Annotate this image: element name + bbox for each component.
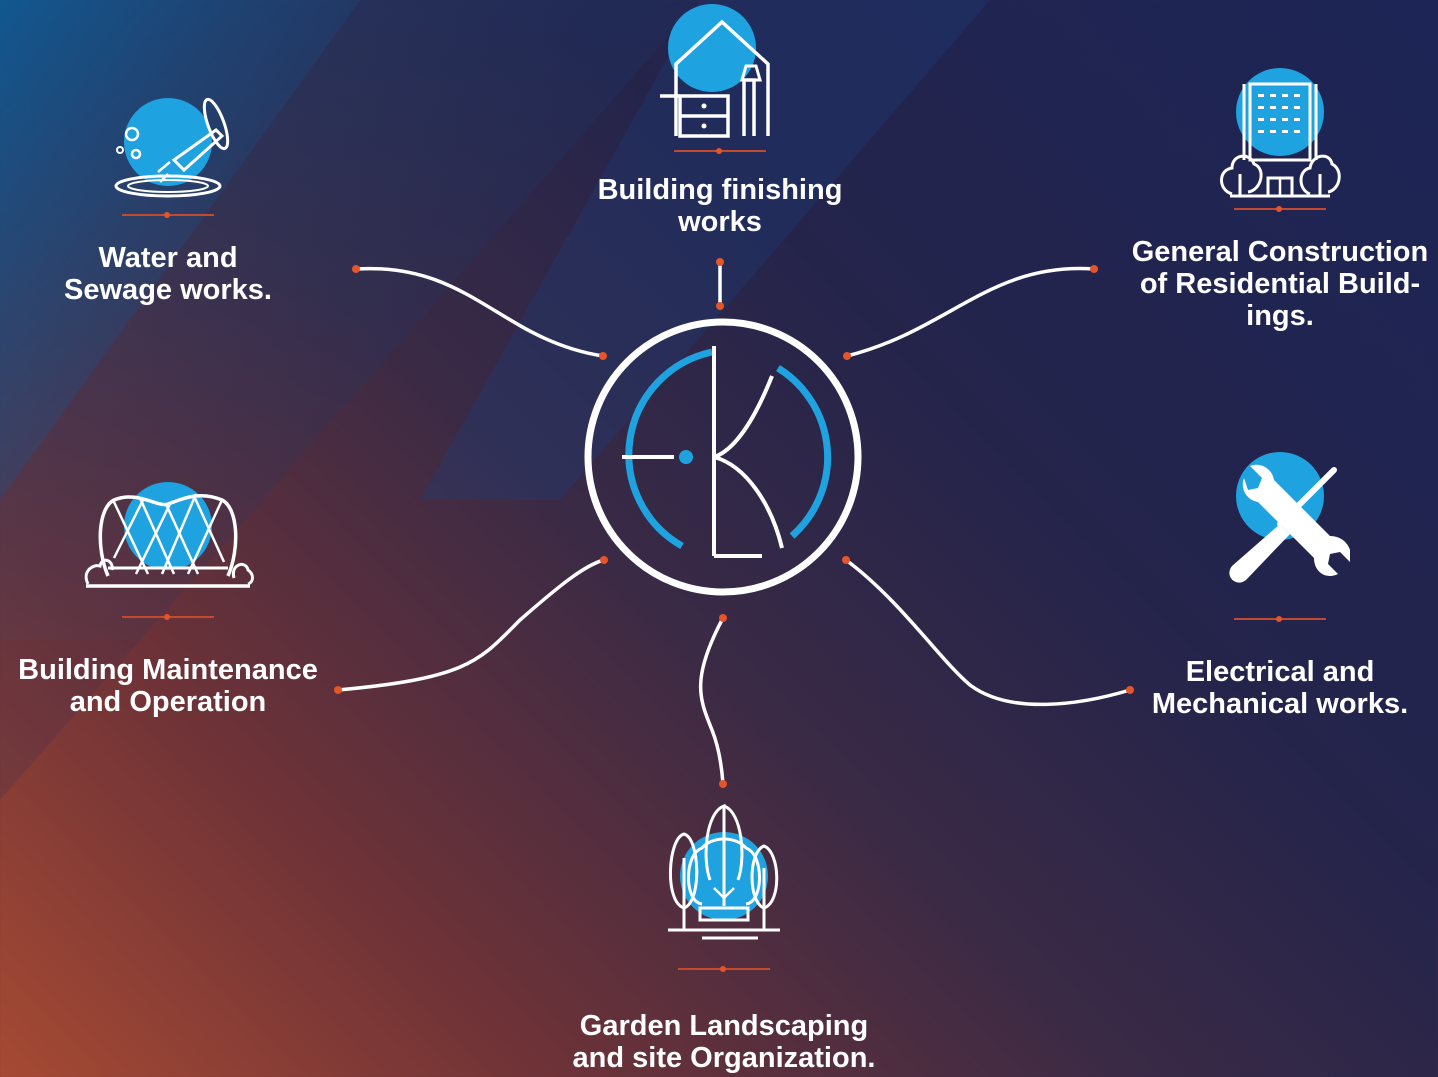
label-general-construction: General Construction of Residential Buil…	[1131, 236, 1429, 332]
label-water-sewage: Water and Sewage works.	[64, 242, 272, 306]
wrench-screwdriver-icon	[1229, 452, 1350, 583]
divider	[678, 966, 770, 972]
ek-logo	[582, 316, 864, 603]
connector-building-maintenance	[336, 558, 606, 692]
divider	[674, 148, 766, 154]
label-building-maintenance: Building Maintenance and Operation	[18, 654, 318, 718]
water-pipe-icon	[114, 97, 230, 198]
divider	[122, 614, 214, 620]
service-general-construction: General Construction of Residential Buil…	[1110, 66, 1438, 332]
ek-monogram-logo	[584, 318, 862, 596]
service-building-maintenance: Building Maintenance and Operation	[0, 478, 338, 718]
label-building-finishing: Building finishing works	[597, 174, 843, 238]
service-building-finishing: Building finishing works	[550, 4, 890, 238]
divider	[1234, 616, 1326, 622]
connector-electrical-mechanical	[844, 558, 1132, 707]
service-water-sewage: Water and Sewage works.	[0, 90, 338, 306]
divider	[1234, 206, 1326, 212]
divider	[122, 212, 214, 218]
label-garden-landscaping: Garden Landscaping and site Organization…	[572, 1010, 876, 1074]
stadium-icon	[84, 482, 254, 588]
connector-garden-landscaping	[698, 616, 725, 786]
connector-general-construction	[845, 266, 1096, 358]
trees-icon	[668, 803, 780, 940]
label-electrical-mechanical: Electrical and Mechanical works.	[1151, 656, 1409, 720]
house-interior-icon	[660, 4, 770, 138]
service-garden-landscaping: Garden Landscaping and site Organization…	[554, 798, 894, 1074]
service-electrical-mechanical: Electrical and Mechanical works.	[1110, 448, 1438, 720]
residential-building-icon	[1220, 68, 1341, 198]
connector-water-sewage	[354, 266, 605, 358]
